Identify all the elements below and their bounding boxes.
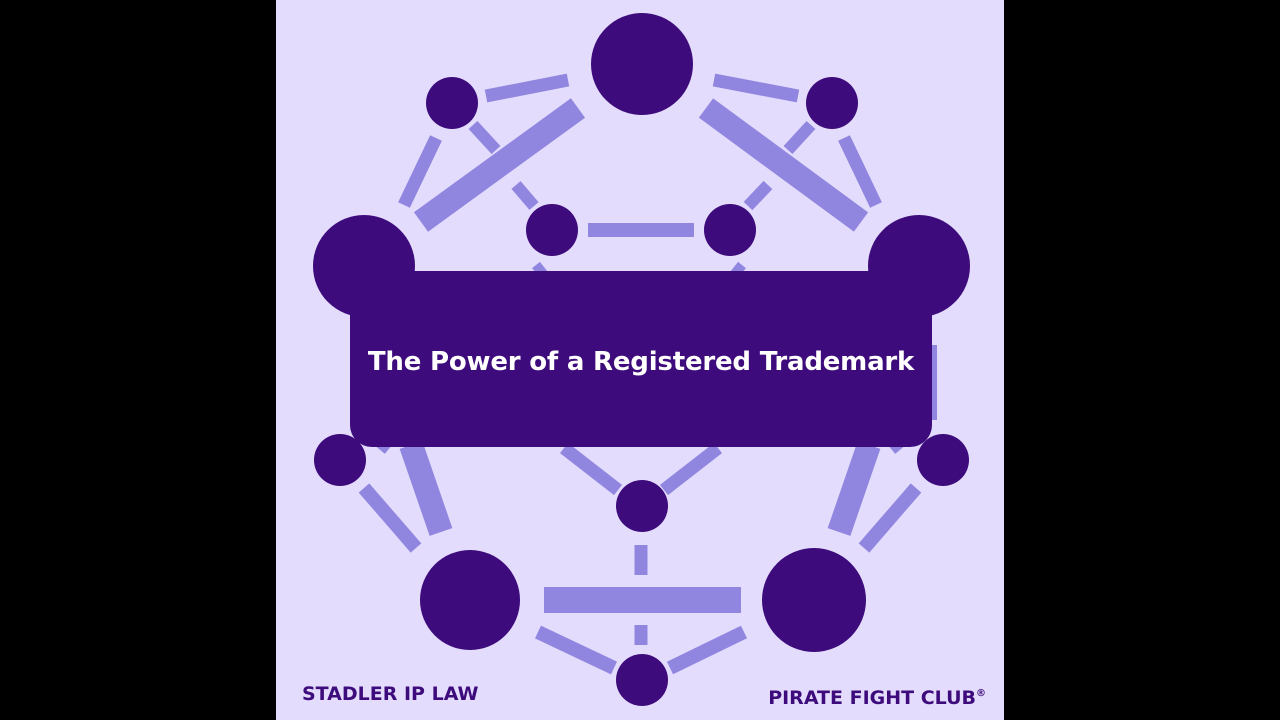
network-node [806, 77, 858, 129]
network-node [420, 550, 520, 650]
network-node [762, 548, 866, 652]
connector-line [660, 442, 722, 496]
title-banner [350, 271, 932, 447]
connector-line [468, 120, 501, 155]
network-node [591, 13, 693, 115]
connector-line [398, 135, 442, 208]
connector-line [838, 135, 882, 208]
network-node [526, 204, 578, 256]
connector-line [511, 181, 539, 210]
connector-line [666, 625, 748, 675]
connector-line [535, 625, 617, 675]
registered-mark: ® [976, 688, 986, 699]
connector-line [560, 442, 622, 496]
network-node [917, 434, 969, 486]
episode-title: The Power of a Registered Trademark [367, 347, 915, 377]
connector-line [783, 120, 816, 155]
network-node [426, 77, 478, 129]
network-node [704, 204, 756, 256]
connector-line [827, 441, 881, 536]
network-nodes [313, 13, 970, 706]
connector-line [484, 73, 570, 103]
network-node [314, 434, 366, 486]
network-node [616, 654, 668, 706]
brand-pirate-fight-club: PIRATE FIGHT CLUB® [768, 680, 986, 709]
network-node [616, 480, 668, 532]
connector-line [858, 483, 922, 553]
connector-line [413, 98, 586, 232]
network-graphic [276, 0, 1004, 720]
connector-line [743, 180, 773, 211]
connector-line [399, 441, 453, 536]
connector-line [358, 483, 422, 553]
brand-name: PIRATE FIGHT CLUB [768, 687, 976, 709]
cover-art: The Power of a Registered Trademark STAD… [276, 0, 1004, 720]
connector-lines [358, 73, 937, 675]
connector-line [698, 98, 869, 232]
brand-stadler-ip-law: STADLER IP LAW [302, 683, 479, 705]
connector-line [712, 73, 800, 103]
